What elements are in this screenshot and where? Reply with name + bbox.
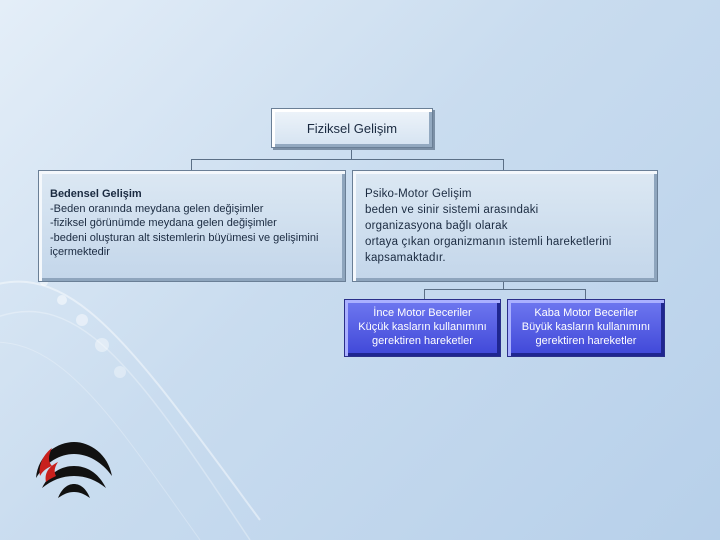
connector-gross-down: [585, 289, 586, 299]
gross-motor-line: gerektiren hareketler: [535, 335, 637, 347]
gross-motor-box: Kaba Motor Beceriler Büyük kasların kull…: [507, 299, 665, 357]
fine-motor-line: İnce Motor Beceriler: [373, 307, 472, 319]
connector-right-down: [503, 159, 504, 170]
root-node-title: Fiziksel Gelişim: [306, 120, 398, 136]
physical-development-line: -fiziksel görünümde meydana gelen değişi…: [50, 217, 277, 229]
gross-motor-line: Büyük kasların kullanımını: [521, 321, 651, 333]
physical-development-line: -Beden oranında meydana gelen değişimler: [50, 202, 264, 215]
connector-right-box-down: [503, 281, 504, 289]
faculty-logo: [28, 436, 120, 520]
psychomotor-development-box: Psiko-Motor Gelişim beden ve sinir siste…: [352, 170, 658, 282]
physical-development-line: -bedeni oluşturan alt sistemlerin büyüme…: [50, 231, 319, 244]
fine-motor-line: gerektiren hareketler: [372, 335, 473, 347]
psychomotor-line: ortaya çıkan organizmanın istemli hareke…: [365, 236, 612, 248]
psychomotor-line: beden ve sinir sistemi arasındaki: [365, 204, 539, 216]
connector-root-down: [351, 148, 352, 159]
gross-motor-line: Kaba Motor Beceriler: [534, 307, 638, 319]
connector-fine-down: [424, 289, 425, 299]
root-node: Fiziksel Gelişim: [271, 108, 433, 148]
connector-bottom-horizontal: [424, 289, 586, 290]
psychomotor-line: kapsamaktadır.: [365, 252, 446, 264]
physical-development-heading: Bedensel Gelişim: [50, 188, 142, 200]
physical-development-box: Bedensel Gelişim -Beden oranında meydana…: [38, 170, 346, 282]
connector-top-horizontal: [191, 159, 504, 160]
faculty-logo-emblem: [36, 442, 112, 498]
psychomotor-line: organizasyona bağlı olarak: [365, 220, 508, 232]
fine-motor-line: Küçük kasların kullanımını: [358, 321, 487, 333]
physical-development-line: içermektedir: [50, 246, 110, 258]
fine-motor-box: İnce Motor Beceriler Küçük kasların kull…: [344, 299, 501, 357]
psychomotor-line: Psiko-Motor Gelişim: [365, 188, 472, 200]
connector-left-down: [191, 159, 192, 170]
